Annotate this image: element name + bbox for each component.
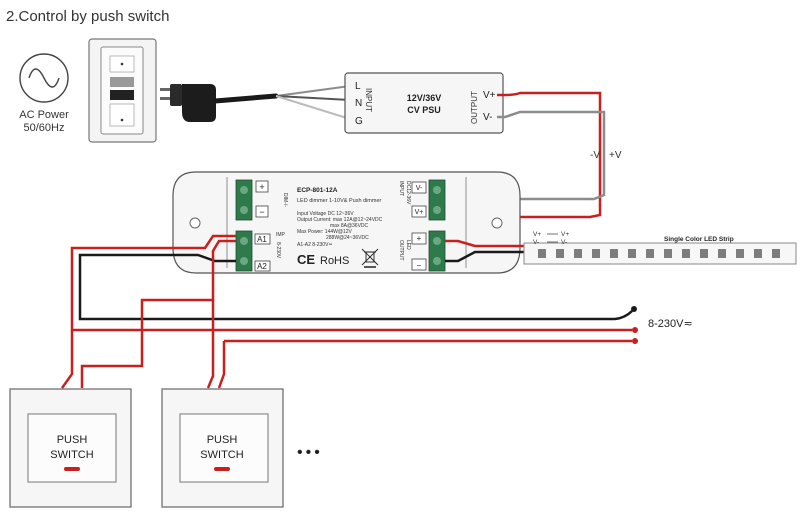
ac-power-label: AC Power xyxy=(19,109,69,121)
weee-bin-icon xyxy=(361,248,379,268)
strip-vminus-1: V- xyxy=(533,239,539,246)
input-terminal-vminus: V- xyxy=(416,185,423,192)
led-strip-label: Single Color LED Strip xyxy=(664,236,734,243)
terminal-a1: A1 xyxy=(257,235,267,244)
psu-name-type: CV PSU xyxy=(407,105,441,115)
dimmer-input-label: INPUT xyxy=(398,181,404,196)
dim-minus-terminal: − xyxy=(259,207,264,217)
spec-output-current: Output Current: max 12A@12~24VDC xyxy=(297,217,383,223)
power-outlet-icon xyxy=(88,38,157,143)
strip-vplus-1: V+ xyxy=(533,231,541,238)
push-switch-1-indicator xyxy=(64,467,80,471)
output-terminal-plus: + xyxy=(417,234,422,243)
diagram-title: 2.Control by push switch xyxy=(6,8,170,25)
led-strip: V+ V+ V- V- Single Color LED Strip xyxy=(523,231,797,265)
ce-mark: CE xyxy=(297,252,315,267)
ac-power-frequency: 50/60Hz xyxy=(24,122,65,134)
push-switch-1-line1: PUSH xyxy=(57,434,88,446)
dimmer-output-sub: LED xyxy=(405,240,411,250)
push-switch-2-line1: PUSH xyxy=(207,434,238,446)
wire-label-neg: -V xyxy=(590,150,600,161)
psu-terminal-l: L xyxy=(355,81,361,92)
strip-vminus-2: V- xyxy=(561,239,567,246)
wire-label-pos: +V xyxy=(609,150,622,161)
spec-input-voltage: Input Voltage DC 12~36V xyxy=(297,211,354,217)
strip-vplus-2: V+ xyxy=(561,231,569,238)
terminal-a2: A2 xyxy=(257,262,267,271)
psu-output-label: OUTPUT xyxy=(470,91,479,124)
ac-power: AC Power 50/60Hz xyxy=(19,53,69,134)
dim-side-label: DIM-/- xyxy=(282,193,288,207)
dimmer-model: ECP-801-12A xyxy=(297,187,338,194)
a-side-label: 8-230V xyxy=(275,242,281,259)
ac-line-label: 8-230V≂ xyxy=(648,318,693,330)
dim-plus-terminal: + xyxy=(259,182,264,192)
spec-max-power-high: 288W@24~36VDC xyxy=(326,235,369,241)
spec-output-current-36v: max 8A@36VDC xyxy=(330,223,369,229)
psu-terminal-vminus: V- xyxy=(483,112,492,123)
psu-terminal-vplus: V+ xyxy=(483,90,496,101)
push-switch-1: PUSH SWITCH xyxy=(9,388,132,508)
push-switch-2-line2: SWITCH xyxy=(200,449,243,461)
dimmer-input-range: DC12-36V xyxy=(405,181,411,205)
spec-max-power: Max Power: 144W@12V xyxy=(297,229,352,235)
psu-terminal-n: N xyxy=(355,98,362,109)
imp-label: IMP xyxy=(276,232,286,238)
dimmer-subtitle: LED dimmer 1-10V& Push dimmer xyxy=(297,198,382,204)
psu-name-voltage: 12V/36V xyxy=(407,93,442,103)
psu-input-label: INPUT xyxy=(364,88,373,112)
rohs-mark: RoHS xyxy=(320,255,349,267)
led-dimmer: + − DIM-/- A1 A2 IMP 8-230V ECP-801-12A … xyxy=(172,171,521,274)
sine-wave-icon xyxy=(19,53,69,103)
more-switches-ellipsis: ••• xyxy=(297,444,323,461)
push-switch-1-line2: SWITCH xyxy=(50,449,93,461)
dimmer-output-label: OUTPUT xyxy=(398,240,404,261)
push-switch-2: PUSH SWITCH xyxy=(161,388,284,508)
push-switch-2-indicator xyxy=(214,467,230,471)
spec-a-range: A1-A2 8-230V≃ xyxy=(297,242,333,248)
output-terminal-minus: − xyxy=(417,261,422,270)
input-terminal-vplus: V+ xyxy=(415,209,424,216)
cv-psu: L N G INPUT 12V/36V CV PSU OUTPUT V+ V- xyxy=(344,72,504,134)
psu-terminal-g: G xyxy=(355,116,363,127)
plug-icon xyxy=(160,84,216,122)
